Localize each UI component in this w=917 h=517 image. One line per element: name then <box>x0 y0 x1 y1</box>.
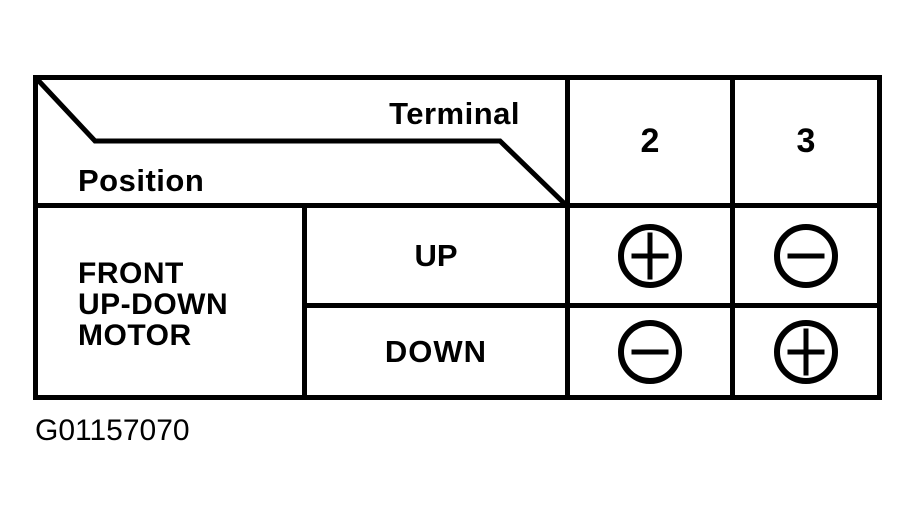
header-bottom-rule <box>38 203 877 208</box>
terminal-position-table: Terminal Position 2 3 FRONT UP-DOWN MOTO… <box>33 75 882 400</box>
plus-circle-icon <box>618 223 682 288</box>
cell-down-terminal-2 <box>570 308 730 395</box>
terminal2-column-divider <box>565 80 570 395</box>
cell-up-terminal-3 <box>735 208 877 303</box>
row-group-label-line: MOTOR <box>78 319 192 352</box>
column-header-terminal-2: 2 <box>640 122 660 160</box>
motor-column-divider <box>302 203 307 395</box>
corner-header-cell: Terminal Position <box>34 76 569 208</box>
row-group-label-front-up-down-motor: FRONT UP-DOWN MOTOR <box>38 208 302 395</box>
row-label-up: UP <box>414 237 458 273</box>
header-diagonal-divider <box>34 76 569 208</box>
terminal3-column-divider <box>730 80 735 395</box>
row-group-label-line: FRONT <box>78 257 184 290</box>
plus-circle-icon <box>774 319 838 384</box>
up-down-row-divider <box>302 303 877 308</box>
cell-down-terminal-3 <box>735 308 877 395</box>
position-axis-label: Position <box>78 163 205 198</box>
row-label-down: DOWN <box>384 333 488 369</box>
minus-circle-icon <box>618 319 682 384</box>
terminal-axis-label: Terminal <box>389 96 520 131</box>
column-header-terminal-3: 3 <box>796 122 816 160</box>
figure-id-caption: G01157070 <box>35 414 190 447</box>
row-group-label-line: UP-DOWN <box>78 288 229 321</box>
minus-circle-icon <box>774 223 838 288</box>
table-inner: Terminal Position 2 3 FRONT UP-DOWN MOTO… <box>34 76 877 395</box>
cell-up-terminal-2 <box>570 208 730 303</box>
